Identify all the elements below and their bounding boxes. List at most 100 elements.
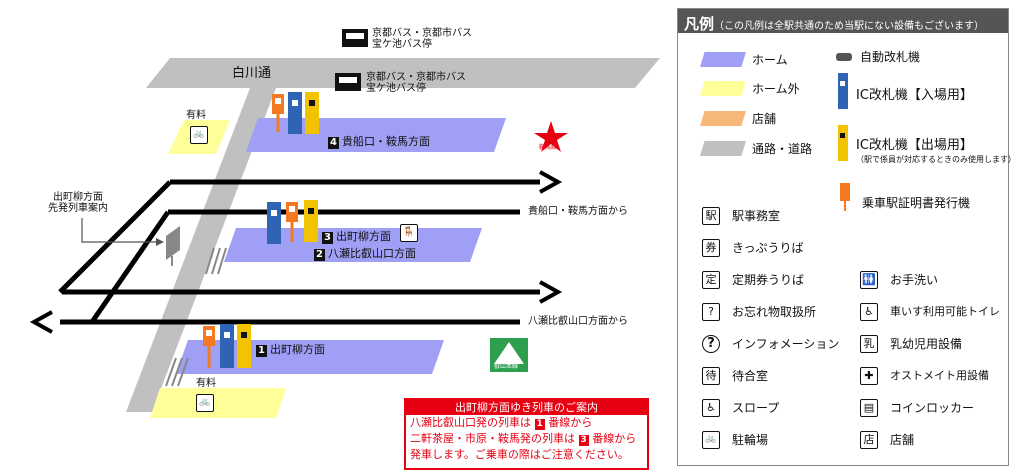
information-icon: ?	[702, 335, 720, 353]
home-swatch	[700, 52, 746, 67]
platform-4-direction: 貴船口・鞍馬方面	[341, 135, 430, 148]
ticket-label: きっぷうりば	[732, 241, 804, 255]
departure-board-label: 出町柳方面 先発列車案内	[48, 192, 108, 214]
platform-1-direction: 出町柳方面	[269, 343, 325, 356]
arrow-right-mid-icon	[539, 280, 563, 304]
coin-locker-icon: ▤	[860, 399, 878, 417]
departure-board-icon	[166, 226, 180, 260]
bus-stop-mid-label: 京都バス・京都市バス 宝ケ池バス停	[366, 72, 466, 94]
ic-in-icon-mark	[840, 81, 845, 86]
pass-label: 定期券うりば	[732, 273, 805, 287]
ic-in-icon	[838, 73, 848, 109]
stairs-middle	[205, 247, 227, 275]
toilet-icon: 🚻	[860, 271, 878, 289]
gates-bottom	[203, 324, 251, 368]
from-yase-label: 八瀬比叡山口方面から	[528, 316, 628, 327]
notice-line-3: 発車します。ご乗車の際はご注意ください。	[410, 448, 629, 461]
notice-title: 出町柳方面ゆき列車のご案内	[406, 400, 647, 415]
cert-icon-pole	[844, 201, 846, 211]
ic-in-label: IC改札機【入場用】	[856, 88, 973, 103]
paid-top-label: 有料	[186, 110, 206, 121]
bus-icon-mid	[335, 73, 361, 91]
gates-top	[272, 92, 319, 134]
store-label: 店舗	[890, 433, 915, 447]
bike-label: 駐輪場	[732, 433, 769, 447]
platform-2-number: 2	[314, 249, 325, 261]
notice-line-1-number: 1	[534, 419, 545, 430]
ic-out-note: （駅で係員が対応するときのみ使用します）	[856, 155, 1016, 164]
paid-bottom-label: 有料	[196, 378, 216, 389]
ic-out-icon	[838, 125, 848, 161]
station-office-icon: 駅	[702, 207, 720, 225]
tracks	[58, 179, 540, 325]
lost-and-found-icon: ?	[702, 303, 720, 321]
bicycle-icon-bottom: 🚲	[196, 394, 214, 412]
cert-label: 乗車駅証明書発行機	[862, 196, 971, 210]
from-kurama-label: 貴船口・鞍馬方面から	[528, 206, 628, 217]
road-label: 通路・道路	[752, 142, 813, 156]
home-label: ホーム	[752, 53, 788, 67]
bicycle-icon-top: 🚲	[190, 126, 208, 144]
waiting-label: 待合室	[732, 369, 769, 383]
platform-4-number: 4	[328, 137, 339, 149]
walkway	[126, 88, 276, 412]
baby-facility-icon: 乳	[860, 335, 878, 353]
bicycle-parking-icon: 🚲	[702, 431, 720, 449]
legend-panel: 凡例（この凡例は全駅共通のため当駅にない設備もございます） ホーム ホーム外 店…	[677, 8, 1016, 466]
platform-2-direction: 八瀬比叡山口方面	[327, 247, 416, 260]
slope-icon: ♿	[702, 399, 720, 417]
legend-header: 凡例（この凡例は全駅共通のため当駅にない設備もございます）	[678, 9, 1008, 33]
notice-line-2-a: 二軒茶屋・市原・鞍馬発の列車は	[410, 432, 575, 445]
street-shirakawa	[146, 58, 660, 88]
outside-label: ホーム外	[752, 82, 800, 96]
commuter-pass-icon: 定	[702, 271, 720, 289]
eizan-line-logo	[490, 338, 528, 372]
ostomy-label: オストメイト用設備	[890, 369, 989, 382]
road-swatch	[700, 141, 746, 156]
wheelchair-toilet-icon: ♿	[860, 303, 878, 321]
notice-line-2-number: 3	[578, 435, 589, 446]
departure-notice: 出町柳方面ゆき列車のご案内 八瀬比叡山口発の列車は 1 番線から 二軒茶屋・市原…	[404, 398, 649, 470]
cert-icon	[840, 183, 850, 201]
notice-line-2-b: 番線から	[592, 432, 637, 445]
waiting-room-icon-map: 🪑	[400, 224, 418, 242]
ostomate-icon: ✚	[860, 367, 878, 385]
platform-3-direction: 出町柳方面	[335, 230, 391, 243]
bus-stop-top-label: 京都バス・京都市バス 宝ケ池バス停	[372, 28, 472, 50]
platform-3-number: 3	[322, 232, 333, 244]
wheel-toilet-label: 車いす利用可能トイレ	[890, 305, 1000, 318]
departure-board-pointer	[81, 218, 156, 243]
notice-line-2: 二軒茶屋・市原・鞍馬発の列車は 3 番線から	[406, 431, 647, 447]
toilet-label: お手洗い	[890, 273, 939, 287]
ticket-office-icon: 券	[702, 239, 720, 257]
gate-label: 自動改札機	[860, 50, 921, 64]
locker-label: コインロッカー	[890, 401, 975, 415]
kurama-logo-label: 鞍馬線	[539, 144, 558, 151]
platform-1-number: 1	[256, 345, 267, 357]
baby-label: 乳幼児用設備	[890, 337, 963, 351]
store-icon: 店	[860, 431, 878, 449]
info-label: インフォメーション	[732, 337, 840, 351]
ic-out-label: IC改札機【出場用】	[856, 138, 973, 153]
slope-label: スロープ	[732, 401, 780, 415]
notice-line-1-a: 八瀬比叡山口発の列車は	[410, 416, 531, 429]
lost-label: お忘れ物取扱所	[732, 305, 817, 319]
outside-swatch	[700, 81, 746, 96]
ic-out-icon-mark	[840, 133, 845, 138]
legend-title: 凡例	[684, 15, 715, 33]
waiting-room-icon: 待	[702, 367, 720, 385]
paid-area-bottom	[150, 388, 286, 418]
gate-icon	[836, 53, 852, 61]
eizan-logo-label: 叡山本線	[494, 363, 519, 370]
street-label: 白川通	[232, 66, 272, 81]
shop-label: 店舗	[752, 112, 777, 126]
notice-line-1-b: 番線から	[548, 416, 593, 429]
shop-swatch	[700, 111, 746, 126]
pointer-arrowhead-icon	[156, 238, 164, 246]
arrow-right-top-icon	[539, 170, 563, 194]
kurama-line-logo	[532, 120, 570, 154]
